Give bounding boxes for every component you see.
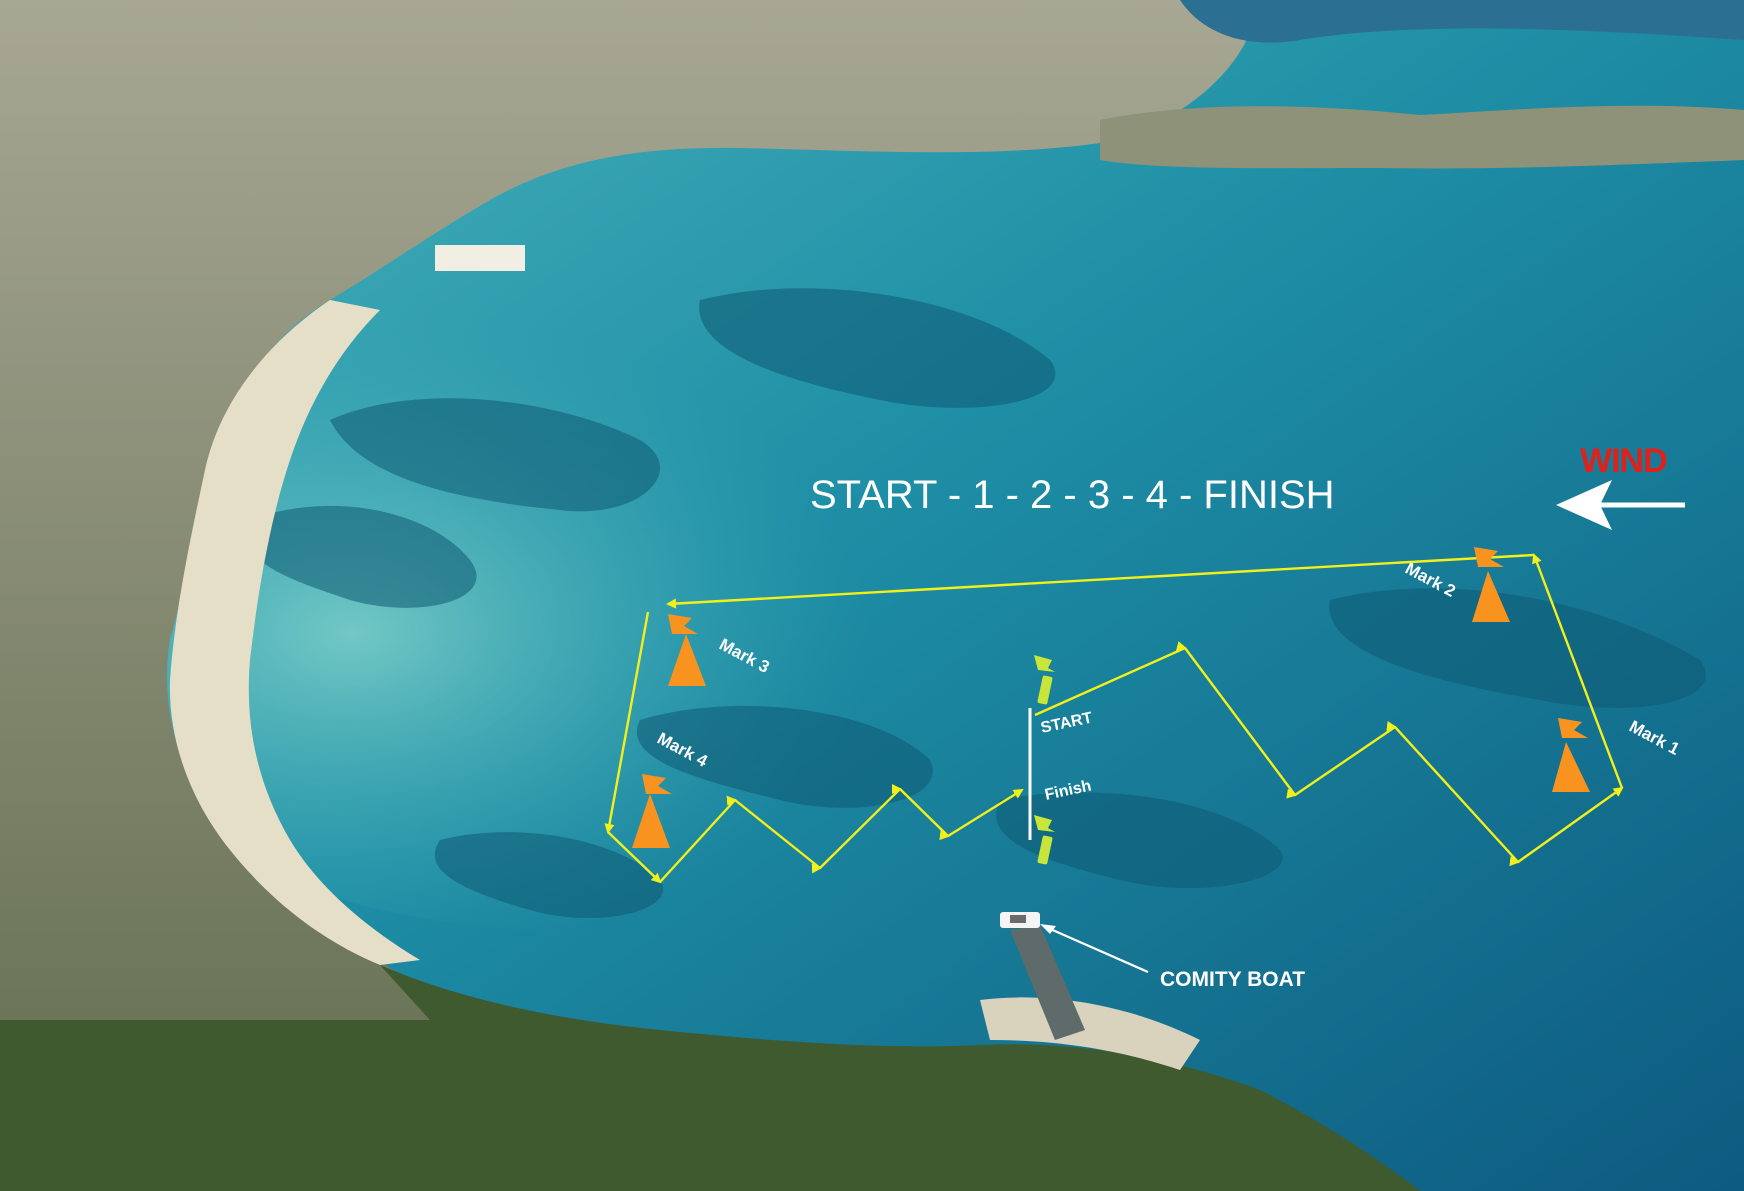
orange-mark-flag-icon bbox=[1472, 547, 1510, 622]
mark2-buoy bbox=[1472, 547, 1510, 622]
leg-start-to-mark1 bbox=[1034, 641, 1624, 867]
green-finish-flag-icon bbox=[1034, 815, 1055, 865]
leg-mark3-to-mark4 bbox=[604, 611, 650, 834]
green-start-flag-icon bbox=[1034, 655, 1055, 705]
orange-mark-flag-icon bbox=[632, 774, 672, 848]
coastal-town bbox=[0, 0, 1260, 1020]
mark4-buoy bbox=[632, 774, 672, 848]
southern-shore bbox=[0, 965, 1420, 1191]
committee-boat-icon bbox=[1000, 912, 1040, 928]
orange-mark-flag-icon bbox=[1552, 718, 1590, 792]
eastern-headland bbox=[1100, 105, 1744, 169]
orange-mark-flag-icon bbox=[668, 614, 706, 686]
harbour-area bbox=[980, 997, 1200, 1070]
beach-pavilion bbox=[435, 245, 525, 271]
pier bbox=[1010, 925, 1085, 1040]
wind-label: WIND bbox=[1580, 442, 1667, 480]
leg-mark1-to-mark2 bbox=[1532, 553, 1624, 789]
leg-mark4-rounding bbox=[607, 831, 662, 884]
course-lines bbox=[604, 553, 1624, 884]
leg-mark2-to-mark3 bbox=[665, 553, 1535, 609]
committee-boat-label: COMITY BOAT bbox=[1160, 968, 1305, 991]
committee-boat-pointer bbox=[1040, 924, 1149, 974]
mark3-buoy bbox=[668, 614, 706, 686]
mark1-buoy bbox=[1552, 718, 1590, 792]
leg-mark4-to-finish bbox=[659, 783, 1024, 883]
course-title: START - 1 - 2 - 3 - 4 - FINISH bbox=[810, 473, 1335, 517]
open-sea-north bbox=[1180, 0, 1744, 43]
sandy-beach bbox=[169, 300, 420, 965]
wind-arrow-icon bbox=[1556, 480, 1685, 530]
